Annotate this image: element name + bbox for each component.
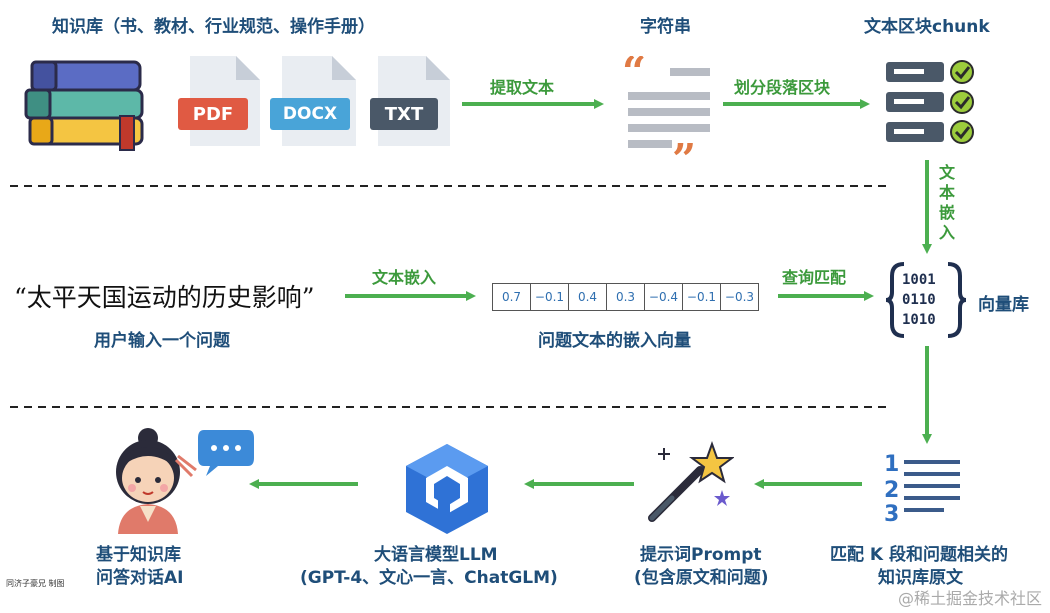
answer-label-line1: 基于知识库 [96,545,181,565]
numbered-list-icon [904,460,960,512]
vector-cell: −0.4 [645,284,683,310]
embed-arrow-label: 文本嵌入 [372,268,437,287]
svg-text:1010: 1010 [902,312,936,328]
list-number-3: 3 [884,502,900,527]
vector-caption: 问题文本的嵌入向量 [538,331,691,351]
chunking-label: 划分段落区块 [734,78,831,97]
vector-cell: 0.3 [607,284,645,310]
pdf-tag: PDF [192,104,234,125]
prompt-label-line1: 提示词Prompt [640,545,762,565]
credit-text: 同济子豪兄 制图 [6,579,65,588]
vector-cell: −0.1 [683,284,721,310]
vector-cell: 0.4 [569,284,607,310]
svg-text:“: “ [622,56,646,96]
chunk-label: 文本区块chunk [864,17,990,37]
vertical-embed-char-3: 嵌 [938,203,955,222]
llm-label-line1: 大语言模型LLM [374,545,498,565]
query-match-label: 查询匹配 [782,268,847,287]
string-text-icon: “ ” [622,56,710,160]
string-label: 字符串 [640,17,691,37]
svg-text:0110: 0110 [902,292,936,308]
list-number-1: 1 [884,452,900,477]
embedding-vector: 0.7 −0.1 0.4 0.3 −0.4 −0.1 −0.3 [492,283,759,311]
vector-db-label: 向量库 [978,295,1029,315]
vector-database-icon: 1001 0110 1010 [886,262,967,338]
watermark: @稀土掘金技术社区 [897,589,1042,608]
docx-file-icon [270,56,356,146]
user-query-caption: 用户输入一个问题 [94,331,230,351]
user-query-text: “太平天国运动的历史影响” [14,283,315,312]
vector-cell: −0.3 [724,290,755,304]
vertical-embed-char-4: 入 [938,223,955,242]
ai-assistant-avatar [116,428,254,534]
extract-text-label: 提取文本 [490,78,555,97]
svg-text:1001: 1001 [902,272,936,288]
answer-label-line2: 问答对话AI [96,568,184,588]
match-k-label-line1: 匹配 K 段和问题相关的 [830,545,1009,565]
docx-tag: DOCX [282,104,338,124]
vertical-embed-char-1: 文 [938,163,955,182]
vector-cell: 0.7 [493,284,531,310]
prompt-label-line2: (包含原文和问题) [634,568,769,588]
magic-wand-icon [648,441,734,522]
books-icon [24,60,144,151]
vertical-embed-char-2: 本 [938,183,955,202]
knowledge-base-label: 知识库（书、教材、行业规范、操作手册） [52,17,375,37]
pdf-file-icon [178,56,260,146]
match-k-label-line2: 知识库原文 [878,568,963,588]
llm-cube-icon [406,444,488,534]
svg-text:”: ” [672,135,696,160]
chunks-checklist-icon [886,60,974,144]
llm-label-line2: (GPT-4、文心一言、ChatGLM) [300,568,558,588]
list-number-2: 2 [884,478,900,503]
vector-cell: −0.1 [531,284,569,310]
txt-file-icon [370,56,450,146]
txt-tag: TXT [384,104,424,125]
